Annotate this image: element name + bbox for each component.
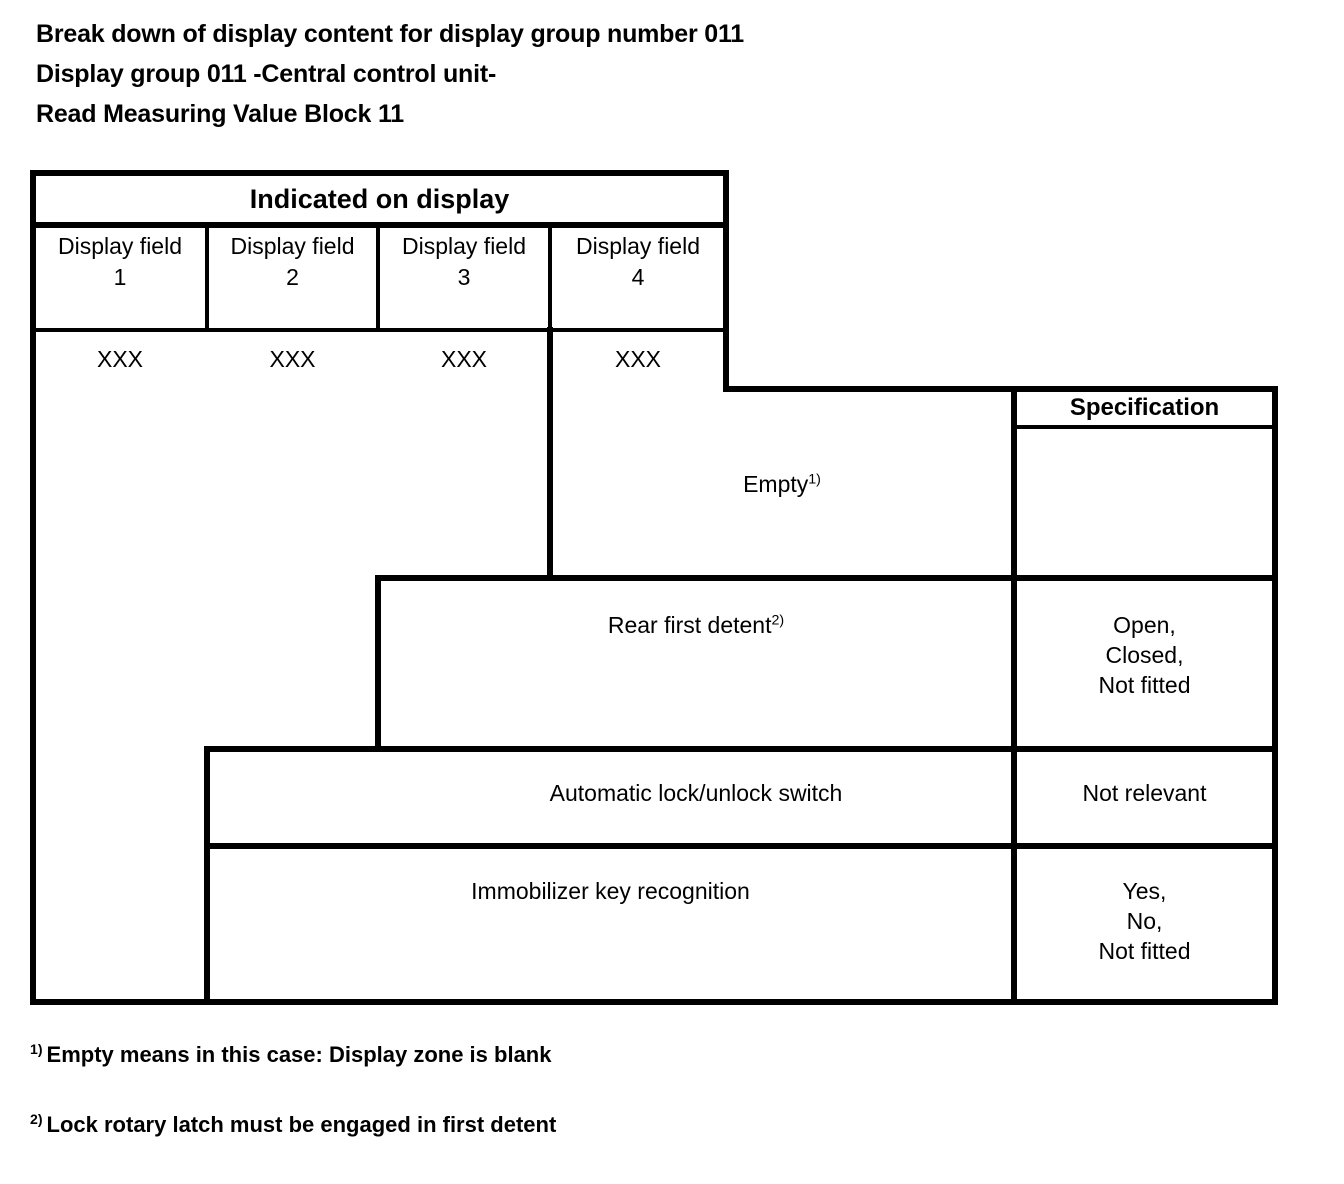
display-field-header-3: Display field 3 bbox=[378, 231, 550, 330]
display-field-label-2: Display field bbox=[230, 233, 355, 259]
footnote-marker-1: 1) bbox=[808, 470, 821, 487]
table-border-outline bbox=[30, 170, 1278, 1005]
footnote-2: 2)Lock rotary latch must be engaged in f… bbox=[30, 1110, 1230, 1140]
title-line-3: Read Measuring Value Block 11 bbox=[36, 100, 404, 128]
breakdown-table: Indicated on display Display field 1 Dis… bbox=[30, 170, 1278, 1005]
display-field-number-2: 2 bbox=[286, 264, 299, 290]
footnote-2-text: Lock rotary latch must be engaged in fir… bbox=[46, 1112, 557, 1137]
display-field-number-3: 3 bbox=[457, 264, 471, 290]
row-specification-empty bbox=[1014, 427, 1275, 578]
row-specification-automatic-lock-unlock-switch: Not relevant bbox=[1082, 780, 1207, 806]
display-field-value-1: XXX bbox=[96, 346, 144, 372]
display-field-number-1: 1 bbox=[113, 264, 127, 290]
display-field-value-3: XXX bbox=[440, 346, 488, 372]
footnotes-block: 1)Empty means in this case: Display zone… bbox=[30, 1040, 1230, 1180]
display-field-label-3: Display field bbox=[402, 233, 526, 259]
document-title-block: Break down of display content for displa… bbox=[36, 14, 1136, 134]
row-description-immobilizer-key-recognition: Immobilizer key recognition bbox=[471, 878, 750, 904]
display-field-label-1: Display field bbox=[58, 233, 182, 259]
title-line-2: Display group 011 -Central control unit- bbox=[36, 60, 497, 88]
display-field-value-2: XXX bbox=[269, 346, 316, 372]
row-specification-immobilizer-key-recognition: Yes, No, Not fitted bbox=[1098, 878, 1191, 964]
group-header-indicated-on-display: Indicated on display bbox=[249, 184, 510, 214]
display-field-header-4: Display field 4 bbox=[550, 231, 726, 330]
row-description-empty: Empty1) bbox=[743, 470, 821, 497]
footnote-2-marker: 2) bbox=[30, 1110, 43, 1127]
footnote-1: 1)Empty means in this case: Display zone… bbox=[30, 1040, 1230, 1070]
row-description-automatic-lock-unlock-switch: Automatic lock/unlock switch bbox=[549, 780, 843, 806]
row-description-rear-first-detent: Rear first detent2) bbox=[607, 612, 785, 638]
footnote-1-marker: 1) bbox=[30, 1040, 43, 1057]
footnote-marker-2: 2) bbox=[771, 612, 785, 629]
display-field-value-4: XXX bbox=[614, 346, 662, 372]
row-specification-rear-first-detent: Open, Closed, Not fitted bbox=[1098, 612, 1191, 698]
display-field-number-4: 4 bbox=[631, 264, 645, 290]
title-line-1: Break down of display content for displa… bbox=[36, 20, 744, 48]
display-field-header-2: Display field 2 bbox=[207, 231, 378, 330]
display-field-label-4: Display field bbox=[576, 233, 700, 259]
specification-column-header: Specification bbox=[1069, 394, 1220, 421]
footnote-1-text: Empty means in this case: Display zone i… bbox=[46, 1042, 552, 1067]
display-field-header-1: Display field 1 bbox=[33, 231, 207, 330]
